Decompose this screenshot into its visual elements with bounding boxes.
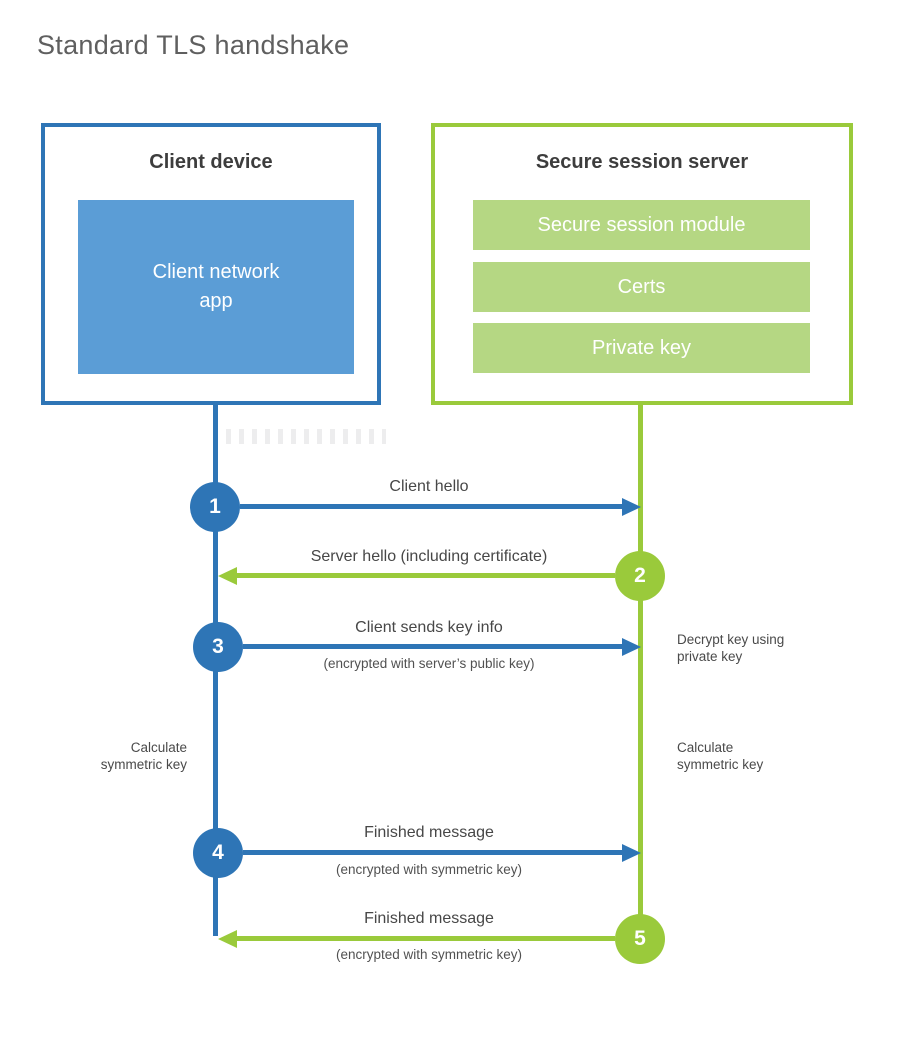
step-3-arrowhead-right-icon	[622, 638, 641, 656]
page-title: Standard TLS handshake	[37, 30, 350, 60]
step-4-arrowhead-right-icon	[622, 844, 641, 862]
step-3-number: 3	[212, 635, 224, 658]
step-5-arrow-line	[237, 936, 615, 941]
note-decrypt-key: Decrypt key using private key	[677, 632, 785, 664]
step-1-arrowhead-right-icon	[622, 498, 641, 516]
client-device-title: Client device	[149, 151, 273, 173]
step-3-label: Client sends key info	[355, 619, 503, 636]
secure-session-server-title: Secure session server	[535, 151, 749, 173]
step-5-arrowhead-left-icon	[218, 930, 237, 948]
step-2-badge: 2	[615, 551, 665, 601]
step-5-sublabel: (encrypted with symmetric key)	[335, 947, 523, 962]
step-2-number: 2	[634, 564, 646, 587]
client-network-app-box: Client network app	[78, 200, 354, 374]
step-4-arrow-line	[243, 850, 622, 855]
step-2-label: Server hello (including certificate)	[310, 548, 548, 565]
note-calculate-symmetric-key-server: Calculate symmetric key	[677, 740, 764, 772]
step-1-number: 1	[209, 495, 221, 518]
server-module-certs: Certs	[473, 262, 810, 312]
step-1-badge: 1	[190, 482, 240, 532]
step-4-sublabel: (encrypted with symmetric key)	[335, 862, 523, 877]
step-5-label: Finished message	[364, 910, 494, 927]
step-1-label: Client hello	[389, 478, 469, 495]
step-2-arrowhead-left-icon	[218, 567, 237, 585]
step-4-number: 4	[212, 841, 224, 864]
step-3-sublabel: (encrypted with server’s public key)	[323, 656, 535, 671]
step-5-number: 5	[634, 927, 646, 950]
step-1-arrow-line	[240, 504, 622, 509]
faded-dashes-artifact	[226, 429, 386, 444]
client-device-box: Client device Client network app	[41, 123, 381, 405]
step-2-arrow-line	[237, 573, 615, 578]
server-module-secure-session: Secure session module	[473, 200, 810, 250]
secure-session-server-box: Secure session server Secure session mod…	[431, 123, 853, 405]
step-5-badge: 5	[615, 914, 665, 964]
step-3-badge: 3	[193, 622, 243, 672]
server-module-private-key: Private key	[473, 323, 810, 373]
step-3-arrow-line	[243, 644, 622, 649]
step-4-badge: 4	[193, 828, 243, 878]
server-lifeline	[638, 405, 643, 939]
note-calculate-symmetric-key-client: Calculate symmetric key	[100, 740, 187, 772]
step-4-label: Finished message	[364, 824, 494, 841]
